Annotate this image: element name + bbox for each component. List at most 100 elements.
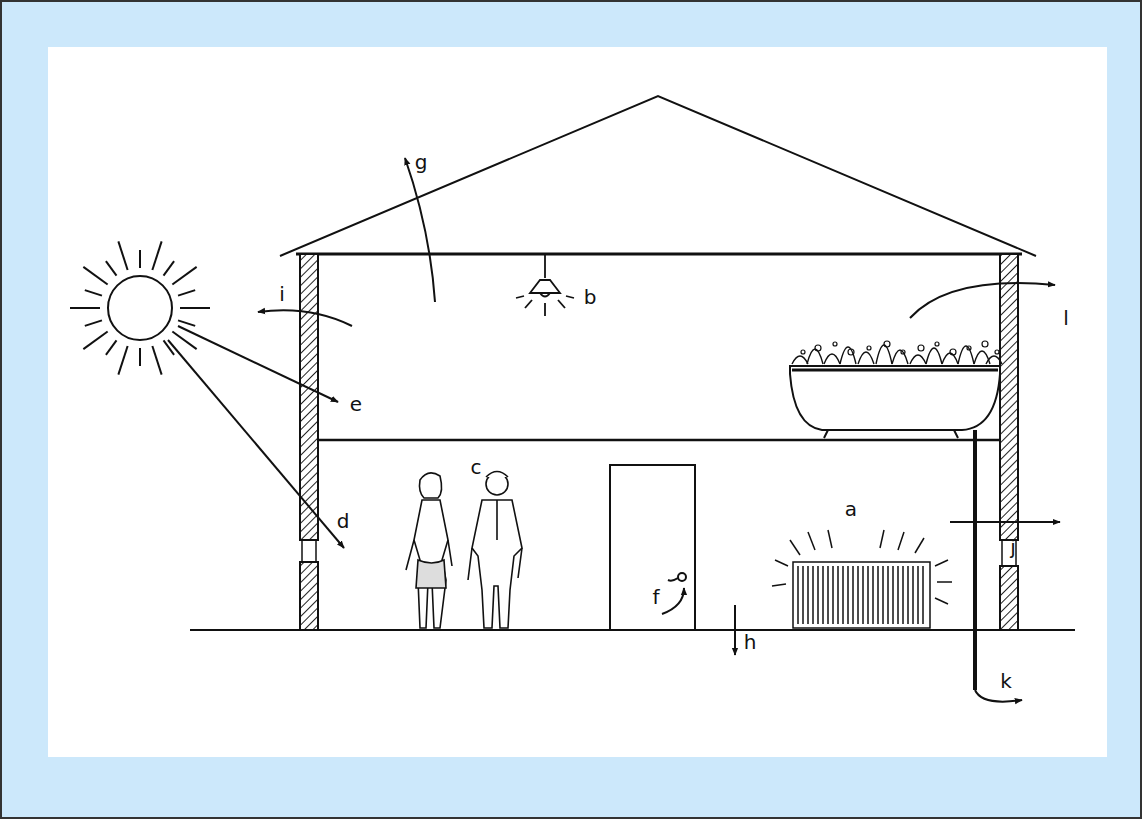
radiator-part (828, 530, 832, 548)
bathtub-part (858, 352, 874, 364)
lamp-part (544, 254, 546, 278)
arrows-part (168, 340, 344, 548)
people-part (414, 500, 448, 628)
bathtub-part (942, 353, 958, 364)
sun-part (106, 340, 117, 355)
arrows-part (950, 521, 1060, 523)
callout-letter: e (350, 394, 362, 414)
radiator-part (802, 566, 804, 624)
sun-part (106, 261, 117, 276)
bathtub-part (892, 350, 908, 364)
house-part (296, 253, 1022, 256)
door (610, 465, 695, 630)
callout-letter: j (1010, 537, 1016, 557)
bathtub-part (792, 356, 808, 364)
people-part (468, 500, 522, 580)
lamp-part (525, 300, 532, 308)
frame-part (48, 47, 1107, 757)
arrows-part (734, 605, 736, 655)
radiator-part (937, 581, 952, 583)
house-part (300, 254, 318, 540)
radiator-part (822, 566, 824, 624)
people-part (486, 472, 508, 478)
arrows-part (975, 690, 1022, 702)
callout-letter: d (337, 511, 350, 531)
arrows-part (258, 310, 352, 326)
radiator-part (887, 566, 889, 624)
lamp-part (544, 303, 546, 316)
radiator-part (898, 532, 904, 550)
sun-part (164, 340, 175, 355)
house-part (300, 562, 318, 630)
lamp-part (516, 296, 524, 298)
bathtub-part (824, 354, 840, 364)
radiator-part (935, 560, 948, 566)
radiator-part (907, 566, 909, 624)
callout-letter: f (652, 587, 659, 607)
lamp (516, 254, 574, 316)
bathtub-part (982, 341, 988, 347)
radiator-part (847, 566, 849, 624)
radiator-part (808, 532, 815, 550)
bathtub-part (935, 342, 939, 346)
sun-part (139, 250, 141, 268)
bathtub-part (884, 341, 890, 347)
bathtub-part (792, 369, 998, 372)
sun-part (139, 348, 141, 366)
house-part (1000, 566, 1018, 630)
bathtub-part (801, 350, 805, 354)
sun-part (118, 241, 127, 270)
callout-letter: k (1000, 671, 1012, 691)
radiator-part (922, 566, 924, 624)
radiator-part (867, 566, 869, 624)
sun-part (83, 267, 107, 285)
people-part (416, 560, 446, 588)
bathtub-part (824, 430, 958, 438)
people-part (420, 473, 442, 498)
arrows-part (405, 158, 435, 302)
lamp-part (540, 293, 550, 297)
lamp-part (566, 296, 574, 298)
radiator-part (917, 566, 919, 624)
bathtub-part (995, 350, 999, 354)
callout-letter: c (471, 457, 482, 477)
arrows (168, 158, 1060, 702)
sun-part (180, 307, 210, 309)
callout-letter: h (744, 632, 757, 652)
sun-part (172, 267, 196, 285)
sun-part (178, 290, 195, 296)
radiator-part (935, 598, 948, 604)
bathtub-part (918, 345, 924, 351)
house-part (318, 439, 1000, 442)
lamp-part (558, 300, 565, 308)
radiator-part (797, 566, 799, 624)
radiator-part (882, 566, 884, 624)
radiator-part (862, 566, 864, 624)
sun-part (83, 332, 107, 350)
bathtub-part (807, 349, 823, 364)
sun-part (164, 261, 175, 276)
radiator (772, 530, 952, 628)
radiator-part (793, 562, 930, 628)
radiator-part (775, 560, 788, 566)
sun-part (178, 320, 195, 326)
bathtub-part (815, 345, 821, 351)
bathtub-part (840, 347, 856, 364)
radiator-part (902, 566, 904, 624)
bathtub-part (926, 348, 942, 364)
sun-part (85, 290, 102, 296)
callout-letter: g (415, 152, 428, 172)
arrows-part (910, 283, 1055, 318)
arrows-part (662, 588, 684, 614)
sun-part (152, 346, 161, 375)
bathtub-part (973, 430, 977, 690)
sun-part (70, 307, 100, 309)
sun-part (108, 276, 172, 340)
bathtub-part (867, 346, 871, 350)
bathtub-part (967, 346, 971, 350)
house-part (1001, 540, 1003, 566)
radiator-part (880, 530, 884, 548)
door-part (668, 578, 678, 581)
